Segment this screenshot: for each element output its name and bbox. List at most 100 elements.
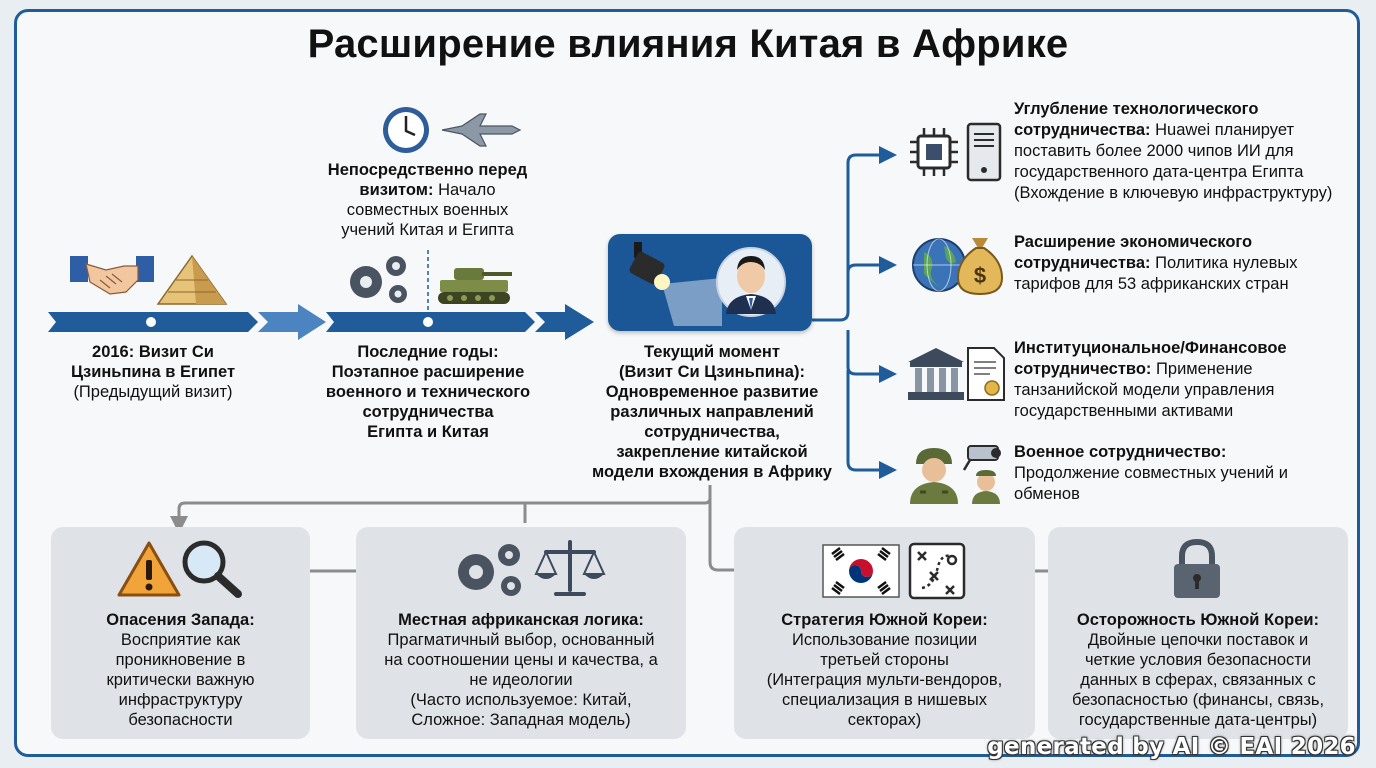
event-before-visit-label: Непосредственно перед визитом: Начало со… xyxy=(300,160,555,240)
branch-tech-title: Углубление технологического xyxy=(1014,100,1259,118)
current-moment-l4: различных направлений xyxy=(610,403,814,421)
magnifier-icon xyxy=(182,540,242,598)
card-korea-caution-line: Двойные цепочки поставок и xyxy=(1087,631,1309,649)
branch-tech-rest1: Huawei планирует xyxy=(1155,121,1295,139)
before-visit-rest3: учений Китая и Египта xyxy=(341,221,514,239)
card-african-text: Местная африканская логика: Прагматичный… xyxy=(356,610,686,730)
current-moment-l6: закрепление китайской xyxy=(616,443,808,461)
card-western-line: критически важную xyxy=(106,671,255,689)
branch-economy-title: Расширение экономического xyxy=(1014,233,1253,251)
branch-finance-rest3: государственными активами xyxy=(1014,402,1234,420)
padlock-icon xyxy=(1174,538,1220,598)
money-bag-icon: $ xyxy=(956,238,1004,296)
event-recent-years-label: Последние годы: Поэтапное расширение вое… xyxy=(296,342,560,442)
recent-years-line4: сотрудничества xyxy=(362,403,494,421)
branch-tech-rest4: (Вхождение в ключевую инфраструктуру) xyxy=(1014,184,1333,202)
branch-economy-rest2: тарифов для 53 африканских стран xyxy=(1014,275,1289,293)
current-moment-label: Текущий момент (Визит Си Цзиньпина): Одн… xyxy=(578,342,846,482)
branch-connectors xyxy=(812,146,897,479)
gears-icon xyxy=(458,544,521,596)
recent-years-line3: военного и технического xyxy=(325,383,531,401)
warning-icon xyxy=(117,541,181,597)
current-moment-l5: сотрудничества, xyxy=(644,423,780,441)
event-2016-note: (Предыдущий визит) xyxy=(73,383,233,401)
branch-finance-rest1: Применение xyxy=(1156,360,1253,378)
before-visit-bold: визитом: xyxy=(359,181,434,199)
branch-finance-title2: сотрудничество: xyxy=(1014,360,1152,378)
card-western-title: Опасения Запада: xyxy=(106,611,255,629)
branch-military-rest1: Продолжение совместных учений и xyxy=(1014,464,1288,482)
current-moment-l3: Одновременное развитие xyxy=(605,383,819,401)
card-korea-caution-line: безопасностью (финансы, связь, xyxy=(1071,691,1325,709)
card-western-line: проникновение в xyxy=(115,651,246,669)
card-korea-strategy-line: Использование позиции xyxy=(791,631,978,649)
card-western-line: безопасности xyxy=(128,711,233,729)
card-western-line: инфраструктуру xyxy=(118,691,243,709)
event-2016-line1: 2016: Визит Си xyxy=(92,343,214,361)
branch-tech-rest3: государственного дата-центра Египта xyxy=(1014,163,1304,181)
handshake-icon xyxy=(70,256,154,295)
card-western-concerns xyxy=(51,527,310,739)
card-korea-strategy-line: специализация в нишевых xyxy=(782,691,987,709)
card-african-line: на соотношении цены и качества, а xyxy=(384,651,658,669)
watermark: generated by AI © EAI 2026 xyxy=(987,734,1356,760)
card-korea-strategy-title: Стратегия Южной Кореи: xyxy=(781,611,988,629)
camera-icon xyxy=(962,445,1001,504)
branch-tech-title2: сотрудничества: xyxy=(1014,121,1151,139)
leader-portrait-icon xyxy=(716,247,786,317)
card-african-logic xyxy=(356,527,686,739)
clock-icon xyxy=(383,107,429,153)
branch-military-title: Военное сотрудничество: xyxy=(1014,443,1227,461)
branch-finance-rest2: танзанийской модели управления xyxy=(1014,381,1275,399)
card-korea-strategy-line: секторах) xyxy=(847,711,922,729)
fighter-jet-icon xyxy=(441,113,522,147)
svg-text:$: $ xyxy=(974,263,986,288)
card-african-title: Местная африканская логика: xyxy=(398,611,644,629)
event-2016-line2: Цзиньпина в Египет xyxy=(70,363,236,381)
timeline-band xyxy=(48,250,594,340)
strategy-board-icon xyxy=(908,542,966,600)
bank-icon xyxy=(908,348,964,400)
card-korea-strategy-text: Стратегия Южной Кореи: Использование поз… xyxy=(734,610,1035,730)
before-visit-rest2: совместных военных xyxy=(346,201,509,219)
card-african-line: Сложное: Западная модель) xyxy=(411,711,631,729)
card-african-line: (Часто используемое: Китай, xyxy=(410,691,632,709)
card-western-text: Опасения Запада: Восприятие как проникно… xyxy=(51,610,310,730)
card-korea-caution-title: Осторожность Южной Кореи: xyxy=(1076,611,1320,629)
recent-years-line2: Поэтапное расширение xyxy=(331,363,525,381)
branch-finance-text: Институциональное/Финансовое сотрудничес… xyxy=(1014,338,1359,422)
card-korea-caution-line: данных в сферах, связанных с xyxy=(1080,671,1316,689)
branch-tech-text: Углубление технологического сотрудничест… xyxy=(1014,99,1359,204)
branch-military-text: Военное сотрудничество: Продолжение совм… xyxy=(1014,442,1359,505)
card-korea-caution-line: четкие условия безопасности xyxy=(1084,651,1312,669)
pyramid-icon xyxy=(156,254,228,305)
south-korea-flag-icon xyxy=(822,544,900,598)
gears-icon xyxy=(350,256,407,303)
current-moment-l7: модели вхождения в Африку xyxy=(592,463,832,481)
recent-years-line5: Египта и Китая xyxy=(367,423,489,441)
card-korea-strategy-line: (Интеграция мульти-вендоров, xyxy=(766,671,1003,689)
document-icon xyxy=(967,347,1005,401)
server-icon xyxy=(966,122,1002,182)
before-visit-line1: Непосредственно перед xyxy=(327,161,528,179)
spotlight-icon xyxy=(629,242,722,326)
recent-years-bold: Последние годы: xyxy=(357,343,499,361)
chip-icon xyxy=(910,128,958,176)
card-korea-strategy-line: третьей стороны xyxy=(820,651,949,669)
card-korea-caution-text: Осторожность Южной Кореи: Двойные цепочк… xyxy=(1048,610,1348,730)
branch-economy-rest1: Политика нулевых xyxy=(1155,254,1298,272)
soldiers-icon xyxy=(910,448,958,504)
branch-economy-text: Расширение экономического сотрудничества… xyxy=(1014,232,1359,295)
card-african-line: не идеологии xyxy=(469,671,573,689)
page-title: Расширение влияния Китая в Африке xyxy=(307,22,1069,66)
tank-icon xyxy=(438,268,512,304)
scales-icon xyxy=(534,540,606,596)
branch-finance-title: Институциональное/Финансовое xyxy=(1014,339,1287,357)
current-moment-l2: (Визит Си Цзиньпина): xyxy=(619,363,805,381)
before-visit-rest1: Начало xyxy=(438,181,496,199)
branch-economy-title2: сотрудничества: xyxy=(1014,254,1151,272)
card-korea-caution-line: государственные дата-центры) xyxy=(1078,711,1318,729)
event-2016-label: 2016: Визит Си Цзиньпина в Египет (Преды… xyxy=(40,342,266,402)
branch-tech-rest2: поставить более 2000 чипов ИИ для xyxy=(1014,142,1294,160)
